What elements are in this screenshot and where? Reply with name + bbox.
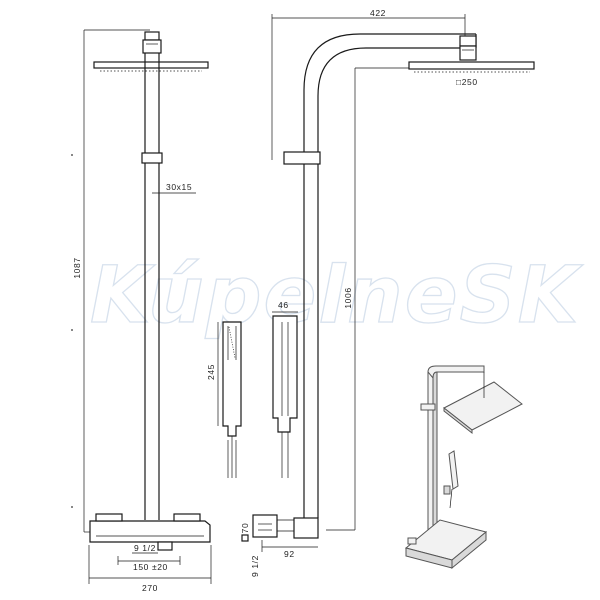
watermark: KúpelneSK [90, 251, 584, 341]
column-height-label: 1006 [343, 287, 353, 308]
head-size-label: □250 [456, 77, 478, 87]
mixer-depth-label: 70 [240, 523, 250, 534]
connection-front-label: 9 1/2 [134, 543, 156, 553]
shower-head-side [408, 61, 535, 70]
side-clamp [283, 151, 321, 165]
handshower-width-label: 46 [278, 300, 289, 310]
side-view: 422 □250 1006 70 9 1/2 92 [240, 8, 535, 577]
isometric-view [404, 365, 523, 570]
arm-reach-label: 422 [370, 8, 386, 18]
handshower-length-label: 245 [206, 364, 216, 380]
column-clamp [141, 152, 163, 164]
arm-outer-edge [303, 33, 476, 155]
hand-shower-detail: 245 46 [206, 300, 298, 478]
column-size-label: 30x15 [166, 182, 192, 192]
mixer-body-front [89, 520, 211, 543]
handshower-side [272, 315, 298, 433]
arm-inner-edge [317, 47, 476, 155]
mixer-body-side [252, 514, 278, 538]
centers-label: 150 ±20 [133, 562, 168, 572]
iso-shower-head [443, 381, 523, 431]
height-total-label: 1087 [72, 257, 82, 278]
width-base-label: 270 [142, 583, 158, 593]
connection-side-label: 9 1/2 [250, 555, 260, 577]
mixer-offset-label: 92 [284, 549, 295, 559]
handshower-front [222, 321, 242, 437]
front-view: 1087 30x15 9 1/2 150 ±20 [71, 29, 212, 593]
shower-head-front [93, 61, 209, 69]
